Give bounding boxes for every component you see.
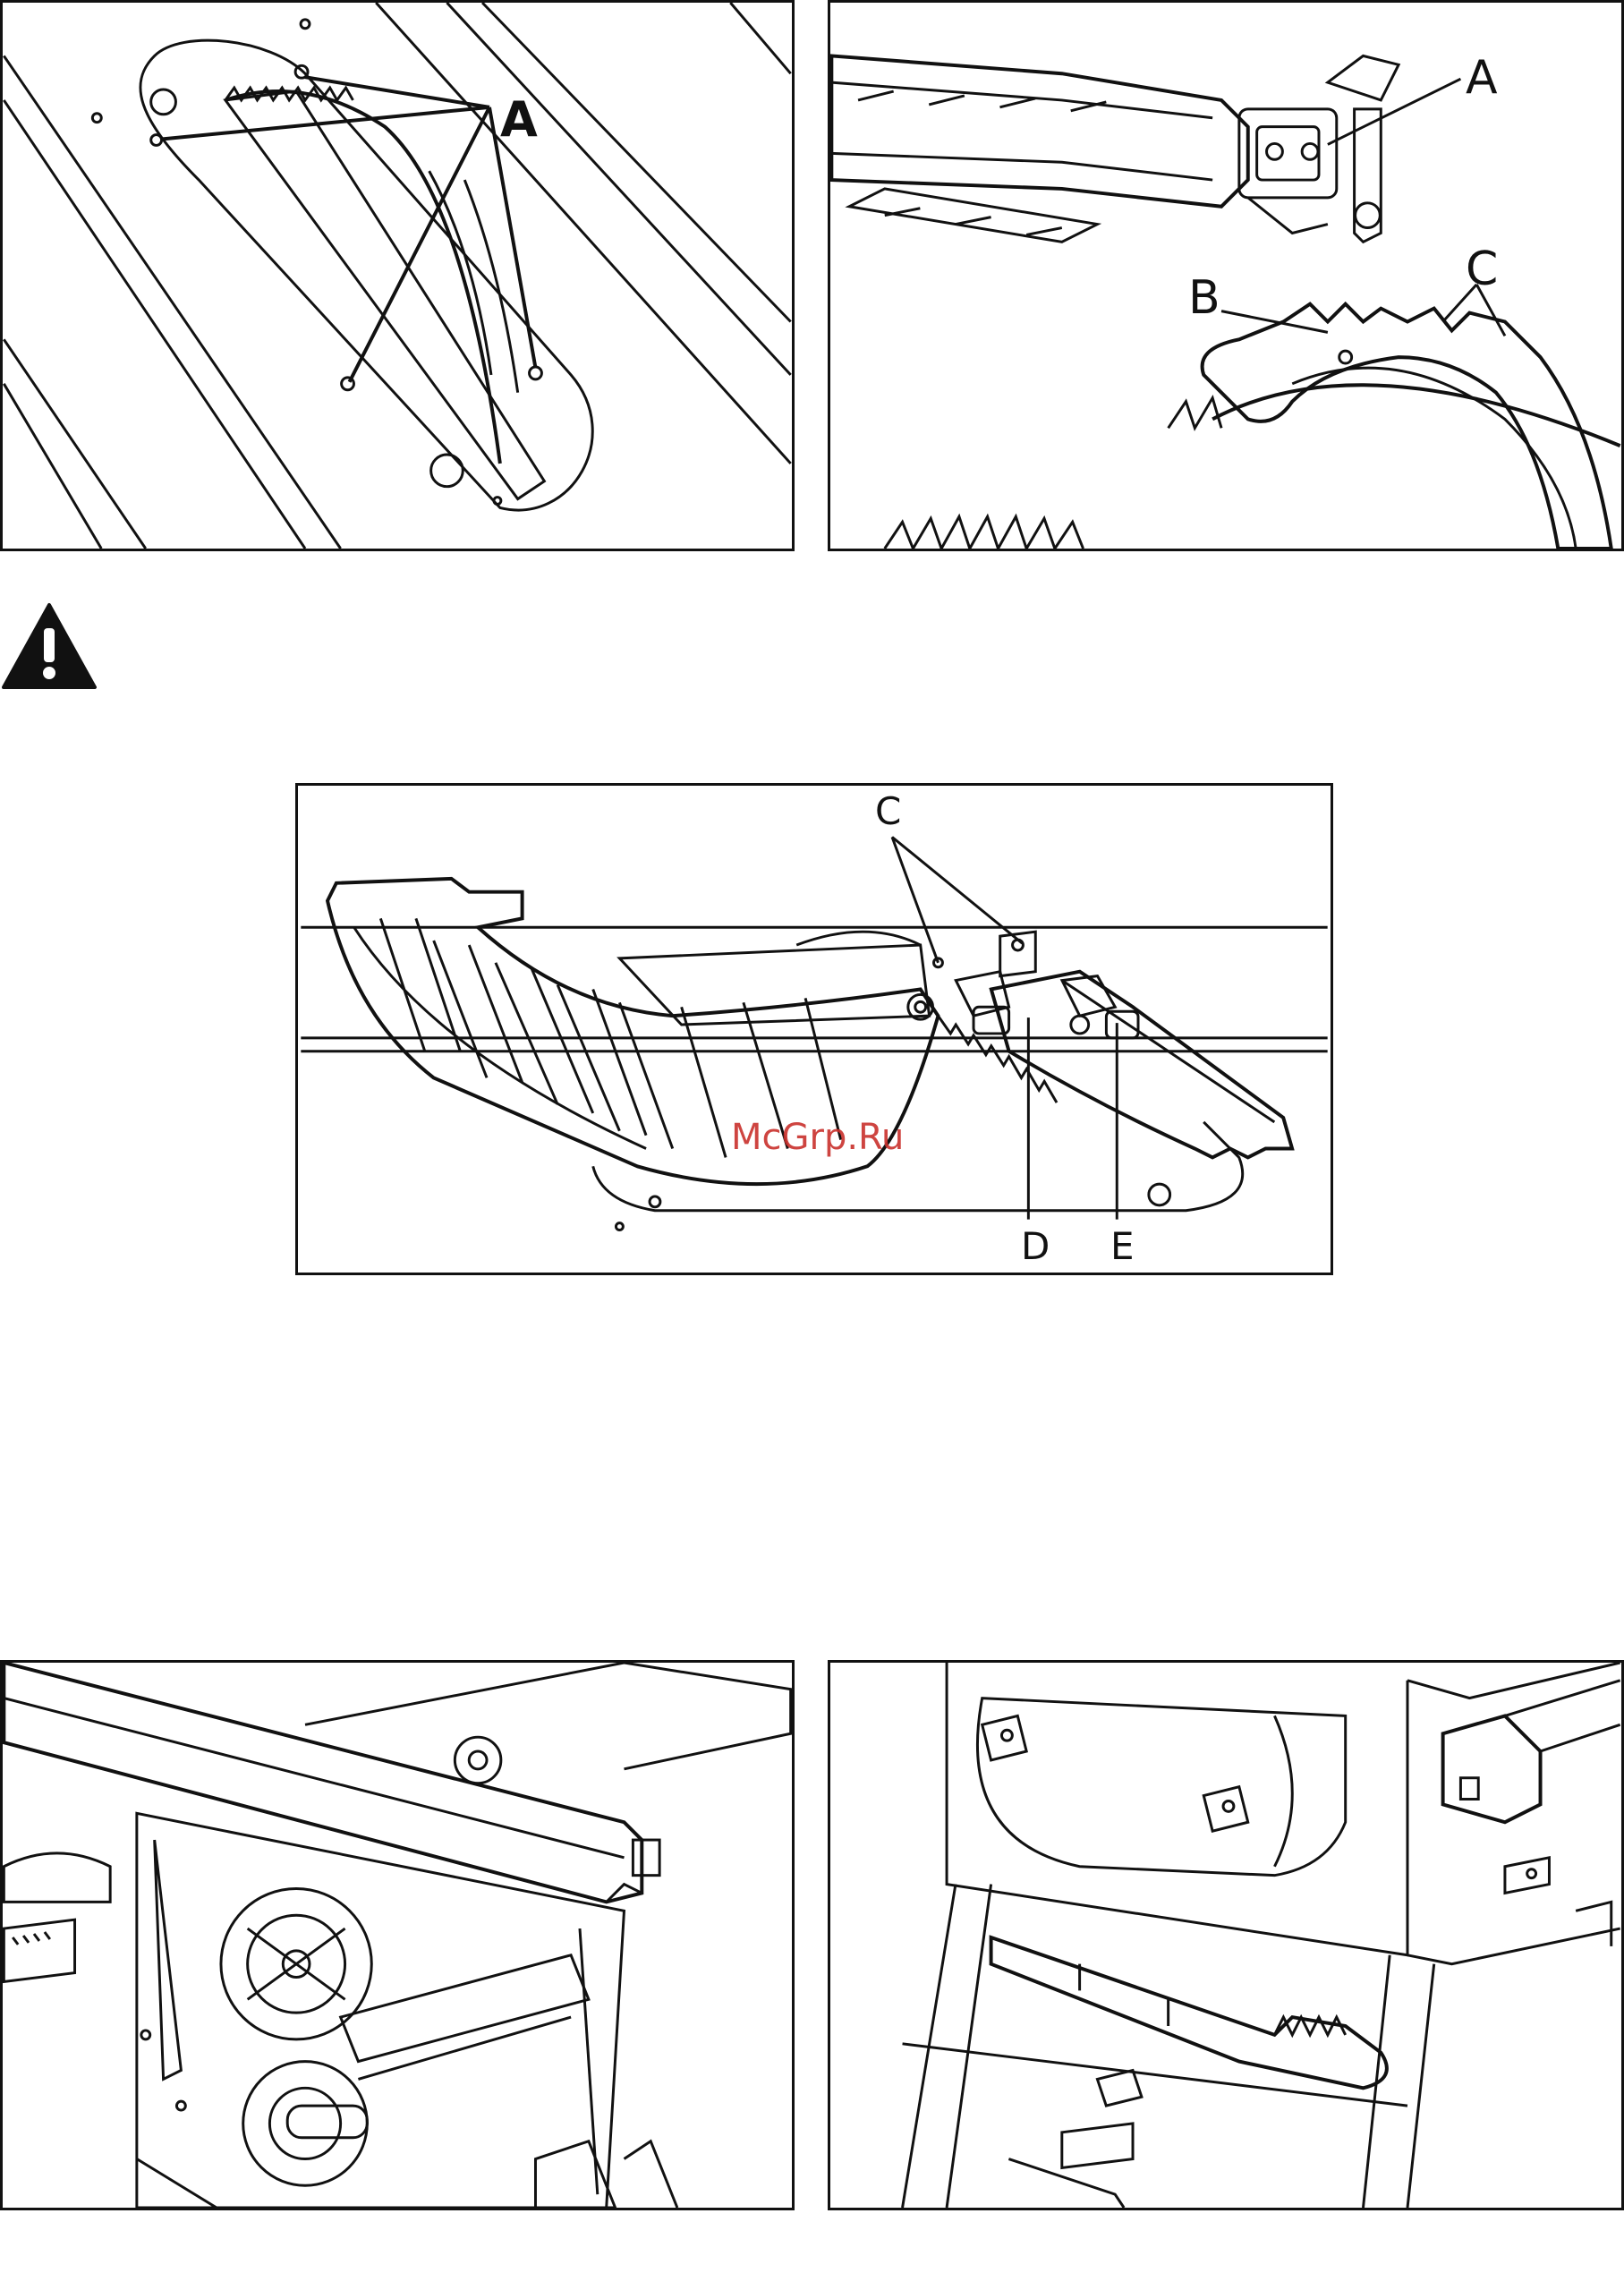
cabinet-left-illustration [3,1663,792,2208]
riving-knife-illustration [830,3,1621,549]
callout-a: A [500,96,538,144]
figure-blade-guard: C D E McGrp.Ru [295,783,1333,1275]
callout-b: B [1188,275,1220,321]
watermark: McGrp.Ru [731,1117,904,1158]
figure-throat-plate: A [0,0,795,551]
cabinet-right-illustration [830,1663,1621,2208]
throat-plate-illustration [3,3,792,549]
warning-triangle-icon [0,601,98,691]
callout-c: C [875,793,901,830]
callout-e: E [1110,1228,1135,1265]
figure-cabinet-right [828,1660,1624,2210]
blade-guard-illustration [298,786,1331,1273]
callout-d: D [1021,1228,1050,1265]
callout-c: C [1466,246,1498,293]
figure-riving-knife: A B C [828,0,1624,551]
callout-a: A [1466,55,1498,101]
figure-cabinet-left [0,1660,795,2210]
